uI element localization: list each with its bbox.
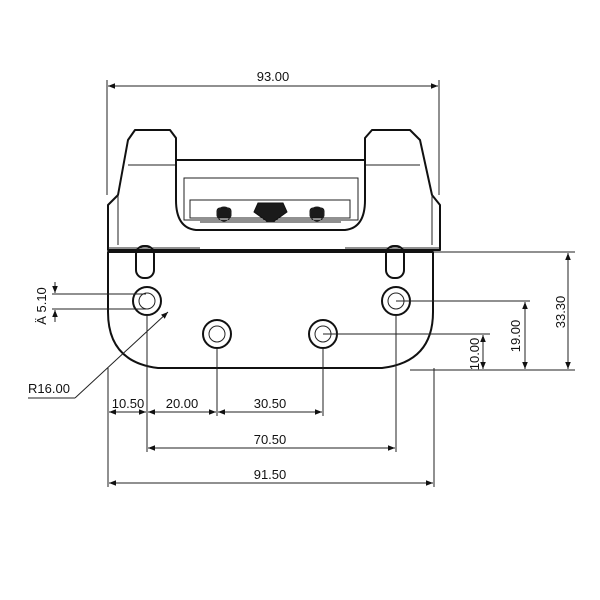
hinge-upper-body [107,129,441,251]
dimension-label-radius: R16.00 [28,381,70,396]
dimension-label-10-50: 10.50 [112,396,145,411]
mounting-holes [132,286,411,349]
dimension-label-33-30: 33.30 [553,296,568,329]
mounting-plate [107,251,434,369]
mounting-hole-2 [202,319,232,349]
dimension-plate-width: 91.50 [109,467,433,486]
dimension-hole-spacing-outer: 70.50 [148,432,395,451]
dimension-inner-hole-height: 10.00 [323,333,490,371]
dimension-overall-top-width: 93.00 [106,69,440,195]
dimension-label-70-50: 70.50 [254,432,287,447]
dimension-label-30-50: 30.50 [254,396,287,411]
dimension-hole-diameter: Ä 5.10 [34,282,146,325]
mounting-hole-1 [132,286,162,316]
dimension-label-diameter: Ä 5.10 [34,287,49,325]
dimension-label-20: 20.00 [166,396,199,411]
dimension-label-93: 93.00 [257,69,290,84]
dimension-outer-hole-height: 19.00 [396,300,530,369]
hinge-mechanism [175,159,366,231]
dimension-label-19: 19.00 [508,320,523,353]
hinge-pins [135,245,405,279]
dimension-hole-chain: 10.50 20.00 30.50 [107,315,435,487]
dimension-corner-radius: R16.00 [28,311,169,399]
dimension-plate-height: 33.30 [410,251,575,371]
dimension-label-91-50: 91.50 [254,467,287,482]
dimension-label-10: 10.00 [467,338,482,371]
